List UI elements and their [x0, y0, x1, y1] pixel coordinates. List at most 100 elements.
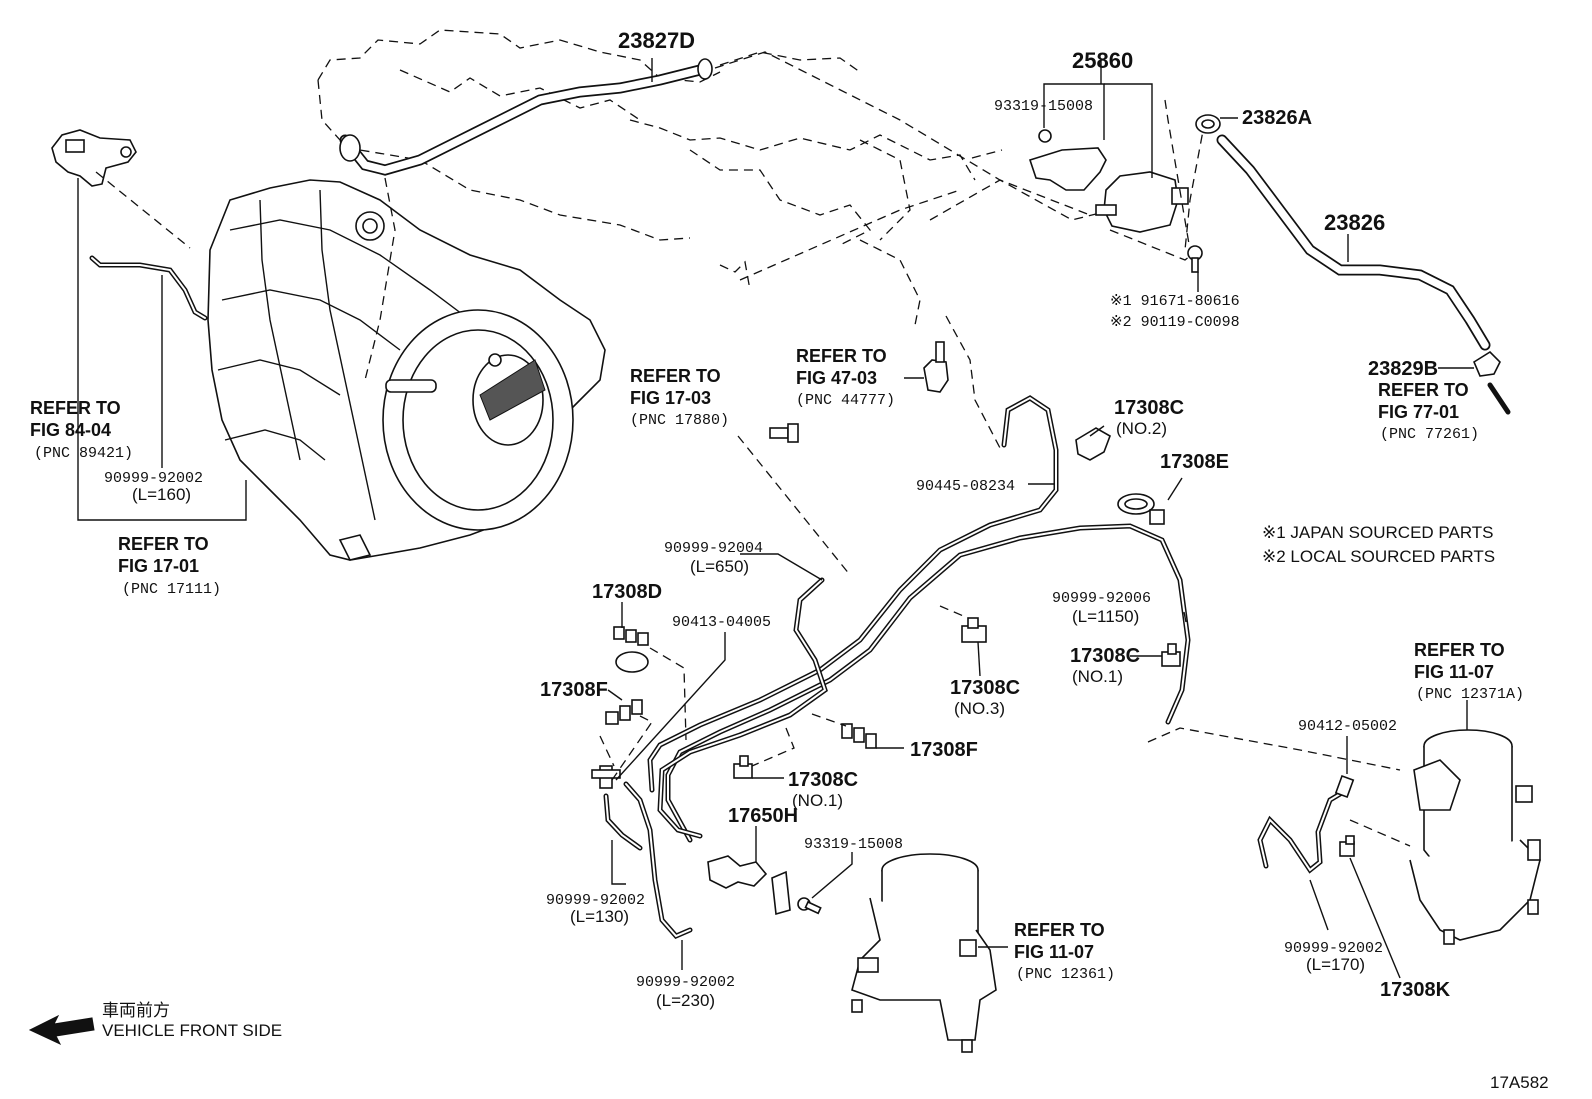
svg-text:FIG 84-04: FIG 84-04 [30, 420, 111, 440]
dash-17308D [649, 647, 687, 741]
label-90999-92002-l230: 90999-92002 [636, 974, 735, 991]
svg-text:FIG 77-01: FIG 77-01 [1378, 402, 1459, 422]
dash-17308F-mid [811, 713, 847, 727]
connector-17880 [769, 423, 799, 443]
sensor-leader [95, 171, 191, 249]
label-no3: (NO.3) [954, 699, 1005, 718]
intake-manifold [207, 179, 606, 561]
ref-fig1107b: REFER TO FIG 11-07 (PNC 12361) [1014, 920, 1115, 983]
ref-fig1703: REFER TO FIG 17-03 (PNC 17880) [630, 366, 729, 429]
pipe-23829B [1487, 382, 1511, 415]
map-sensor-part [51, 129, 137, 187]
label-l650: (L=650) [690, 557, 749, 576]
clamp-17308F-left [605, 699, 643, 725]
dash-17308F-left2 [611, 715, 653, 781]
leader-23827D-down [364, 177, 396, 381]
junction-90413 [591, 765, 621, 789]
svg-text:REFER TO: REFER TO [1414, 640, 1505, 660]
label-17308E: 17308E [1160, 451, 1229, 473]
clamp-17308F-mid [841, 723, 877, 749]
tube-90999-92002-l230 [623, 781, 693, 940]
svg-text:REFER TO: REFER TO [630, 366, 721, 386]
label-l130: (L=130) [570, 907, 629, 926]
label-23827D: 23827D [618, 28, 695, 53]
label-l230: (L=230) [656, 991, 715, 1010]
label-90999-92002-l130: 90999-92002 [546, 892, 645, 909]
leader-25860 [1104, 83, 1153, 178]
bolt-93319-bottom [797, 897, 822, 915]
svg-text:(PNC 44777): (PNC 44777) [796, 392, 895, 409]
engine-phantom-outline [317, 29, 976, 326]
dash-17308C-no3 [939, 605, 969, 619]
svg-text:(PNC 89421): (PNC 89421) [34, 445, 133, 462]
ref-fig1701: REFER TO FIG 17-01 (PNC 17111) [118, 534, 221, 598]
label-90445: 90445-08234 [916, 478, 1015, 495]
label-no1-right: (NO.1) [1072, 667, 1123, 686]
tube-90999-92004 [657, 577, 828, 839]
direction-kanji: 車両前方 [102, 1001, 170, 1020]
label-l160: (L=160) [132, 485, 191, 504]
leader-93319-top [1043, 83, 1105, 140]
svg-text:REFER TO: REFER TO [118, 534, 209, 554]
direction-english: VEHICLE FRONT SIDE [102, 1021, 282, 1040]
clamp-23829B [1472, 350, 1501, 377]
vsv-dash-c [1164, 99, 1191, 251]
dash-17308C-no1-mid [751, 727, 795, 767]
clamp-17308K [1339, 835, 1355, 857]
ref-fig4703: REFER TO FIG 47-03 (PNC 44777) [796, 346, 895, 409]
label-17308C-no2: 17308C [1114, 397, 1184, 419]
leader-l170 [1309, 879, 1329, 931]
svg-text:(PNC 12371A): (PNC 12371A) [1416, 686, 1524, 703]
leader-17308C-no2 [1089, 425, 1105, 437]
clamp-23826A [1195, 114, 1221, 134]
label-no1-mid: (NO.1) [792, 791, 843, 810]
label-17308C-no1-mid: 17308C [788, 769, 858, 791]
svg-text:REFER TO: REFER TO [1378, 380, 1469, 400]
label-25860: 25860 [1072, 48, 1133, 73]
leader-17308E [1167, 477, 1183, 501]
label-90412: 90412-05002 [1298, 718, 1397, 735]
leader-90999-92006 [1183, 611, 1187, 623]
vsv-25860 [1028, 129, 1189, 233]
clamp-17308C-no1-mid [733, 755, 753, 779]
leader-fig8404-bracket [77, 178, 247, 521]
hose-23827D [339, 58, 713, 176]
label-91671: ※1 91671-80616 [1110, 293, 1240, 310]
ref-fig1107a: REFER TO FIG 11-07 (PNC 12371A) [1414, 640, 1524, 703]
leader-17308C-no3 [977, 641, 981, 677]
svg-text:(PNC 17880): (PNC 17880) [630, 412, 729, 429]
leader-90413 [615, 632, 726, 781]
svg-text:FIG 11-07: FIG 11-07 [1014, 942, 1094, 962]
label-90119: ※2 90119-C0098 [1110, 314, 1240, 331]
tube-90999-92002-l130 [603, 793, 643, 851]
figure-id: 17A582 [1490, 1073, 1549, 1092]
label-l170: (L=170) [1306, 955, 1365, 974]
label-23826: 23826 [1324, 210, 1385, 235]
svg-text:REFER TO: REFER TO [796, 346, 887, 366]
clamp-17308E [1117, 493, 1165, 525]
label-90999-92002-top: 90999-92002 [104, 470, 203, 487]
svg-text:REFER TO: REFER TO [1014, 920, 1105, 940]
label-17308C-no3: 17308C [950, 677, 1020, 699]
label-90999-92002-l170: 90999-92002 [1284, 940, 1383, 957]
leader-l130 [611, 840, 626, 885]
label-17308C-no1-right: 17308C [1070, 645, 1140, 667]
clamp-17308D [613, 626, 649, 673]
label-17308D: 17308D [592, 581, 662, 603]
leader-90999-92004 [740, 553, 823, 581]
label-90999-92004: 90999-92004 [664, 540, 763, 557]
clamp-17308C-no3 [961, 617, 987, 643]
tube-90999-92002-l170 [1257, 791, 1343, 874]
bolt-91671 [1187, 245, 1203, 273]
clamp-17308C-no1-right [1161, 643, 1181, 667]
svg-text:FIG 17-01: FIG 17-01 [118, 556, 199, 576]
tube-90445 [647, 395, 1059, 793]
leader-23827D-dash [714, 51, 1113, 221]
leader-17308K [1349, 857, 1401, 979]
tube-90999-92006 [665, 523, 1191, 843]
label-23826A: 23826A [1242, 107, 1312, 129]
label-90999-92006: 90999-92006 [1052, 590, 1151, 607]
vehicle-front-indicator: 車両前方 VEHICLE FRONT SIDE [28, 1001, 282, 1046]
svg-text:(PNC 77261): (PNC 77261) [1380, 426, 1479, 443]
